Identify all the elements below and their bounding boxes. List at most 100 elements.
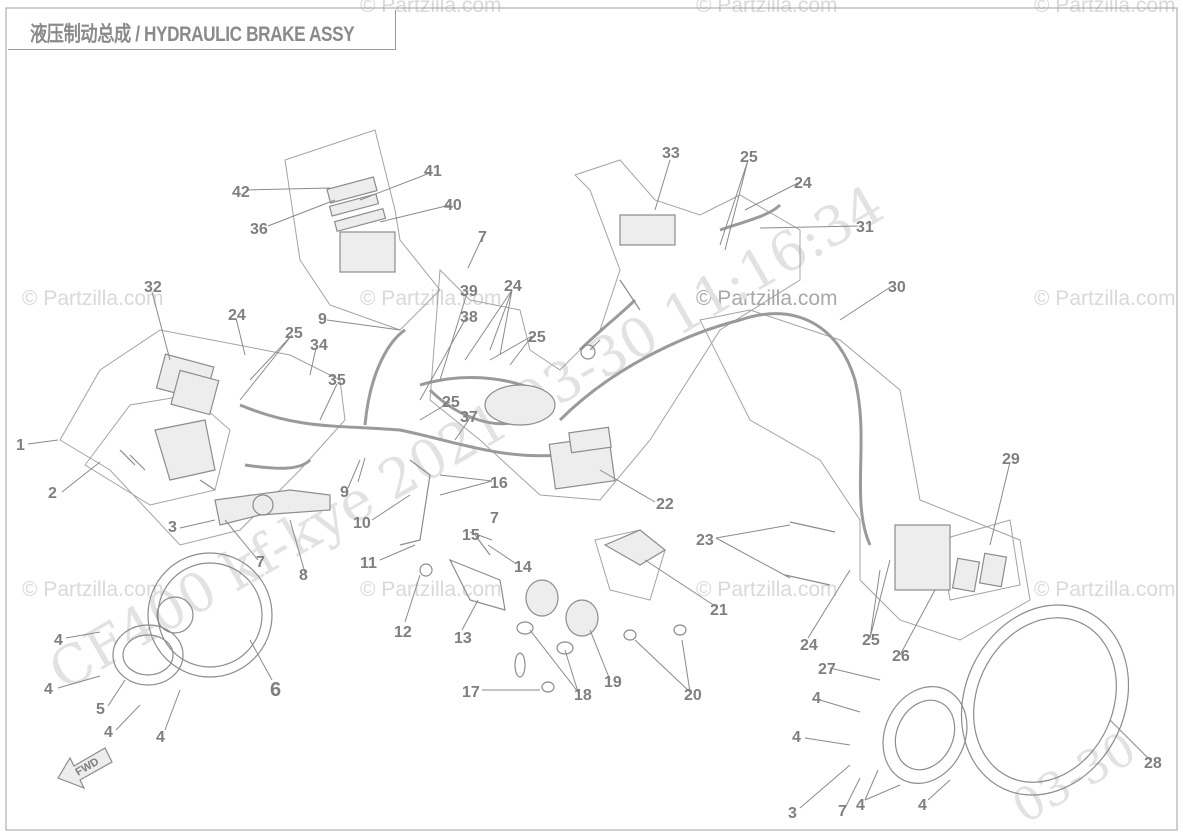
callout-42: 42 bbox=[232, 184, 250, 201]
callout-4c: 4 bbox=[104, 724, 113, 741]
plate bbox=[333, 207, 387, 233]
abs-bracket bbox=[603, 529, 667, 566]
callout-1: 1 bbox=[16, 437, 25, 454]
watermark: © Partzilla.com bbox=[696, 578, 838, 601]
leader-lines bbox=[27, 159, 1151, 809]
callout-12: 12 bbox=[394, 624, 412, 641]
watermark: © Partzilla.com bbox=[360, 578, 502, 601]
damper-2 bbox=[565, 599, 599, 637]
callout-6: 6 bbox=[270, 679, 281, 701]
callout-2: 2 bbox=[48, 485, 57, 502]
callout-32: 32 bbox=[144, 279, 162, 296]
rear-brake-disc bbox=[147, 552, 273, 678]
callout-3: 3 bbox=[168, 519, 177, 536]
valve-block bbox=[484, 384, 556, 426]
callout-26: 26 bbox=[892, 648, 910, 665]
callout-25e: 25 bbox=[862, 632, 880, 649]
callout-4f: 4 bbox=[792, 729, 801, 746]
callout-3b: 3 bbox=[788, 805, 797, 822]
callout-4b: 4 bbox=[44, 681, 53, 698]
callout-4g: 4 bbox=[856, 797, 865, 814]
abs-ring-front bbox=[882, 686, 968, 784]
watermark: © Partzilla.com bbox=[360, 287, 502, 310]
watermark: © Partzilla.com bbox=[1034, 287, 1176, 310]
brake-pedal bbox=[448, 558, 506, 611]
abs-ring-rear bbox=[112, 624, 184, 686]
front-pad bbox=[951, 557, 981, 593]
callout-22: 22 bbox=[656, 496, 674, 513]
parts bbox=[57, 176, 1130, 796]
callout-34: 34 bbox=[310, 337, 328, 354]
front-brake-disc bbox=[960, 604, 1130, 796]
front-caliper bbox=[894, 524, 951, 591]
callout-25d: 25 bbox=[740, 149, 758, 166]
callout-4e: 4 bbox=[812, 690, 821, 707]
callout-39: 39 bbox=[460, 283, 478, 300]
callout-41: 41 bbox=[424, 163, 442, 180]
callout-24b: 24 bbox=[504, 278, 522, 295]
callout-27: 27 bbox=[818, 661, 836, 678]
callout-33: 33 bbox=[662, 145, 680, 162]
callout-19: 19 bbox=[604, 674, 622, 691]
callout-24c: 24 bbox=[794, 175, 812, 192]
callout-25: 25 bbox=[285, 325, 303, 342]
watermark: © Partzilla.com bbox=[22, 578, 164, 601]
callout-10: 10 bbox=[353, 515, 371, 532]
callout-15: 15 bbox=[462, 527, 480, 544]
callout-13: 13 bbox=[454, 630, 472, 647]
callout-4: 4 bbox=[54, 632, 63, 649]
callout-30: 30 bbox=[888, 279, 906, 296]
callout-5: 5 bbox=[96, 701, 105, 718]
damper bbox=[525, 579, 559, 617]
callout-38: 38 bbox=[460, 309, 478, 326]
callout-14: 14 bbox=[514, 559, 532, 576]
fwd-arrow bbox=[57, 747, 113, 790]
callout-4h: 4 bbox=[918, 797, 927, 814]
brake-lines bbox=[239, 203, 872, 546]
callout-7d: 7 bbox=[838, 803, 847, 820]
pedal-bracket bbox=[399, 459, 431, 546]
watermark: © Partzilla.com bbox=[1034, 578, 1176, 601]
callout-29: 29 bbox=[1002, 451, 1020, 468]
callout-7: 7 bbox=[256, 554, 265, 571]
callout-7c: 7 bbox=[490, 510, 499, 527]
callout-23: 23 bbox=[696, 532, 714, 549]
group-outlines bbox=[59, 129, 1031, 641]
callout-7b: 7 bbox=[478, 229, 487, 246]
brake-pad-rear-2 bbox=[170, 369, 220, 416]
diaphragm bbox=[328, 193, 380, 217]
callout-20: 20 bbox=[684, 687, 702, 704]
reservoir-cap bbox=[326, 176, 378, 204]
callout-17: 17 bbox=[462, 684, 480, 701]
title-box bbox=[8, 10, 396, 50]
callout-16: 16 bbox=[490, 475, 508, 492]
callout-25b: 25 bbox=[528, 329, 546, 346]
callout-18: 18 bbox=[574, 687, 592, 704]
front-master-cylinder bbox=[619, 214, 676, 246]
callout-24: 24 bbox=[228, 307, 246, 324]
callout-28: 28 bbox=[1144, 755, 1162, 772]
page-frame bbox=[5, 7, 1178, 831]
callout-24d: 24 bbox=[800, 637, 818, 654]
callout-4d: 4 bbox=[156, 729, 165, 746]
front-pad-2 bbox=[978, 552, 1008, 588]
callout-8: 8 bbox=[299, 567, 308, 584]
callout-37: 37 bbox=[460, 409, 478, 426]
page-title: 液压制动总成 / HYDRAULIC BRAKE ASSY bbox=[30, 23, 355, 46]
callout-40: 40 bbox=[444, 197, 462, 214]
callout-9b: 9 bbox=[340, 484, 349, 501]
rear-caliper bbox=[154, 419, 216, 481]
callout-35: 35 bbox=[328, 372, 346, 389]
rear-master-cylinder bbox=[339, 231, 396, 273]
callout-9: 9 bbox=[318, 311, 327, 328]
watermark: © Partzilla.com bbox=[22, 287, 164, 310]
callout-31: 31 bbox=[856, 219, 874, 236]
watermark: © Partzilla.com bbox=[696, 287, 838, 310]
callout-21: 21 bbox=[710, 602, 728, 619]
callout-25c: 25 bbox=[442, 394, 460, 411]
callouts: 1 2 3 3 4 4 4 4 4 4 4 4 5 6 7 7 7 7 8 9 … bbox=[16, 145, 1162, 822]
callout-36: 36 bbox=[250, 221, 268, 238]
callout-11: 11 bbox=[360, 555, 377, 572]
